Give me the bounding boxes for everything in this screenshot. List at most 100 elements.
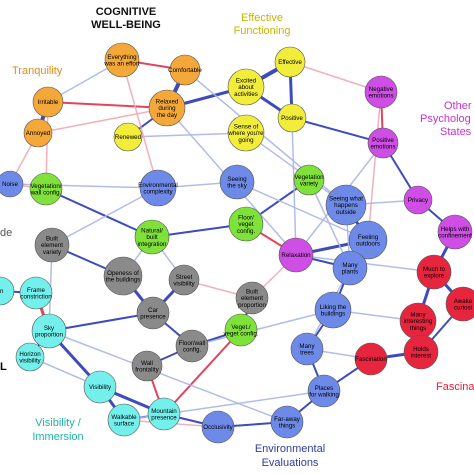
group-label-left-cut-l: L [0, 361, 7, 373]
node-circle-excited [227, 68, 265, 106]
node-label-floor-veget-0: Floor/ [238, 215, 254, 222]
node-circle-everything-effort [104, 42, 140, 78]
node-label-openness-1: the buildings [106, 277, 141, 284]
node-circle-annoyed [23, 118, 53, 148]
node-relaxation: Relaxation [278, 237, 314, 273]
node-circle-vegetation-wall [29, 172, 63, 206]
node-circle-privacy [403, 185, 433, 215]
node-label-natural-built-0: Natural/ [141, 228, 163, 235]
edge-positive-relaxation [291, 117, 297, 256]
edge-seeing-sky-feeling-outdoors [236, 181, 369, 241]
node-occlusivity: Occlusivity [201, 410, 235, 444]
node-label-privacy-0: Privacy [408, 197, 429, 204]
node-label-seeing-outside-0: Seeing what [329, 196, 363, 203]
node-label-built-proportion-2: proportion [238, 302, 266, 309]
node-label-mountain-presence-1: presence [151, 415, 177, 422]
node-circle-holds-interest [403, 334, 439, 370]
node-label-irritable-0: Irritable [38, 99, 59, 106]
node-label-positive-emotions-0: Positive [372, 137, 394, 144]
node-circle-visibility [83, 370, 117, 404]
node-circle-mountain-presence [147, 397, 181, 431]
node-renewed: Renewed [113, 122, 143, 152]
group-label-left-cut-de: de [0, 227, 12, 239]
node-label-places-walking-0: Places [315, 385, 334, 392]
node-label-veget-config-0: Veget./ [231, 324, 251, 331]
group-label-env-eval-line-2: Evaluations [262, 457, 319, 469]
node-noise: Noise [0, 170, 24, 198]
node-label-walkable-surface-1: surface [114, 421, 135, 428]
node-label-cut-left-0: on [0, 288, 4, 295]
group-label-effective: Effective Functioning [234, 12, 291, 37]
node-circle-noise [0, 170, 24, 198]
node-label-car-presence-0: Car [148, 307, 158, 314]
node-fascination: Fascination [354, 342, 388, 376]
node-circle-far-away [270, 405, 304, 439]
node-cut-left: on [0, 276, 15, 306]
group-label-cognitive-line-1: COGNITIVE [96, 6, 157, 18]
node-label-awake-curiosity-0: Awake [454, 298, 473, 305]
group-label-cognitive-line-2: WELL-BEING [91, 19, 161, 31]
group-label-other-psych-line-3: States [440, 126, 472, 138]
node-label-places-walking-1: for walking [309, 392, 339, 399]
node-circle-seeing-outside [325, 184, 367, 226]
node-veget-config: Veget./veget config. [223, 313, 259, 347]
edge-renewed-sense-where-going [127, 132, 247, 138]
edges-layer [0, 59, 465, 428]
edge-sense-where-going-seeing-outside [245, 132, 347, 206]
node-label-noise-0: Noise [2, 181, 18, 188]
node-label-natural-built-2: integration [138, 241, 167, 248]
node-vegetation-wall: Vegetation/wall config. [29, 172, 63, 206]
node-circle-helps-confinement [437, 214, 473, 250]
node-circle-veget-config [224, 313, 258, 347]
node-circle-natural-built [134, 219, 170, 255]
node-circle-openness [103, 256, 143, 296]
node-label-car-presence-1: presence [140, 314, 166, 321]
node-label-many-interesting-2: things [410, 325, 427, 332]
node-label-sky-proportion-1: proportion [35, 332, 63, 339]
node-positive: Positive [277, 103, 307, 133]
node-label-env-complexity-1: complexity [143, 189, 173, 196]
node-label-relaxation-0: Relaxation [281, 252, 311, 259]
group-label-env-eval: Environmental Evaluations [255, 443, 325, 469]
node-circle-comfortable [169, 54, 201, 86]
node-circle-frame-constriction [19, 276, 53, 310]
node-label-fascination-0: Fascination [355, 356, 387, 363]
node-circle-relaxed [148, 89, 186, 127]
node-circle-sense-where-going [227, 114, 265, 152]
node-circle-built-variety [34, 227, 70, 263]
node-label-excited-1: about [238, 84, 254, 91]
group-label-effective-line-2: Functioning [234, 25, 291, 37]
node-label-many-interesting-0: Many [410, 312, 426, 319]
node-label-awake-curiosity-1: curiosi [454, 305, 472, 312]
node-label-positive-0: Positive [281, 115, 303, 122]
node-label-seeing-sky-1: the sky [227, 183, 248, 190]
node-label-feeling-outdoors-0: Feeling [358, 234, 379, 241]
group-label-fascination: Fascina [436, 381, 474, 393]
node-circle-vegetation-variety [293, 164, 325, 196]
node-label-built-proportion-0: Built [246, 289, 258, 296]
node-label-frame-constriction-0: Frame [27, 287, 45, 294]
node-circle-fascination [354, 342, 388, 376]
node-circle-places-walking [307, 374, 341, 408]
node-irritable: Irritable [32, 86, 64, 118]
node-label-many-trees-1: trees [300, 350, 314, 357]
group-label-effective-line-1: Effective [241, 12, 283, 24]
node-circle-liking-buildings [314, 291, 352, 329]
node-label-many-trees-0: Many [299, 343, 315, 350]
group-label-other-psych-line-2: Psycholog [420, 113, 471, 125]
